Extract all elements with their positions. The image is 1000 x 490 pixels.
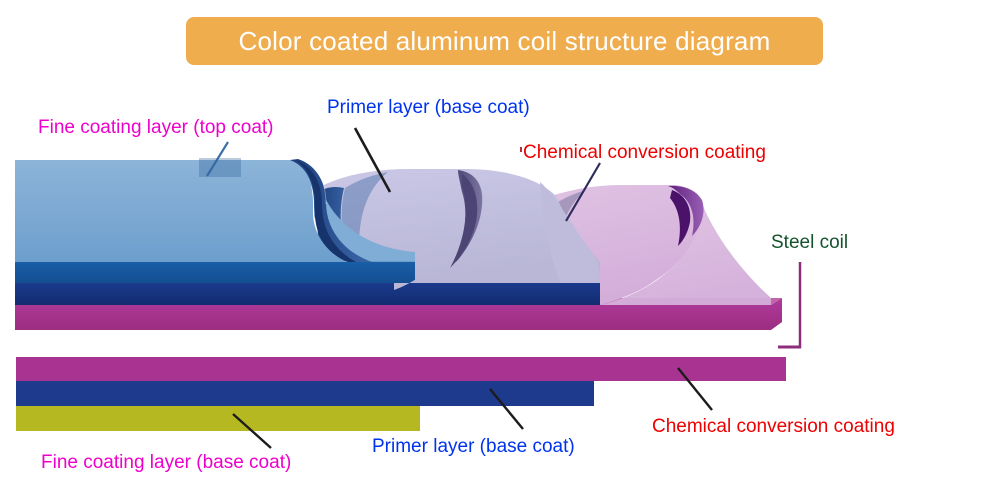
chemical-right-curl (668, 185, 704, 236)
leader-primer-bottom (489, 388, 524, 430)
leader-chemical-top (565, 162, 601, 222)
label-chemical-conversion-top: Chemical conversion coating (523, 142, 766, 163)
title-banner: Color coated aluminum coil structure dia… (186, 17, 823, 65)
leader-chemical-bottom (677, 367, 713, 411)
leader-basecoat-bottom (232, 413, 272, 449)
label-fine-coating-base-coat: Fine coating layer (base coat) (41, 452, 292, 473)
substrate-navy-layer (15, 283, 600, 305)
leader-lines-upper (206, 127, 601, 222)
label-fine-coating-top-coat: Fine coating layer (top coat) (38, 117, 274, 138)
bar-primer-base-coat (16, 381, 594, 406)
primer-right-curl-dark (450, 174, 478, 268)
leader-top-coat (206, 141, 229, 177)
steel-coil-slab (15, 298, 782, 330)
label-primer-layer-top: Primer layer (base coat) (327, 97, 530, 118)
page-title: Color coated aluminum coil structure dia… (238, 25, 771, 56)
steel-coil-bracket (778, 262, 802, 349)
upper-cross-section (15, 159, 782, 330)
substrate-midblue-layer (15, 261, 415, 283)
top-coat-sheet-main (15, 160, 415, 262)
label-chemical-conversion-bottom: Chemical conversion coating (652, 416, 895, 437)
chemical-conversion-sheet-tail (600, 196, 771, 305)
leader-lines-lower (232, 367, 713, 449)
primer-sheet-tail (540, 182, 600, 283)
bar-fine-coating-base (16, 406, 420, 431)
chemical-right-curl-dark (670, 190, 691, 246)
sheet-gap-highlight (313, 161, 327, 205)
cursor-artifact-overlay (199, 158, 241, 177)
top-coat-edge-curl-dark (296, 160, 356, 262)
label-primer-layer-bottom: Primer layer (base coat) (372, 436, 575, 457)
label-steel-coil: Steel coil (771, 232, 849, 253)
bar-chemical-conversion (16, 357, 786, 381)
leader-primer-top (353, 127, 392, 193)
lower-bar-stack (16, 357, 786, 431)
chemical-label-tick (520, 147, 522, 152)
